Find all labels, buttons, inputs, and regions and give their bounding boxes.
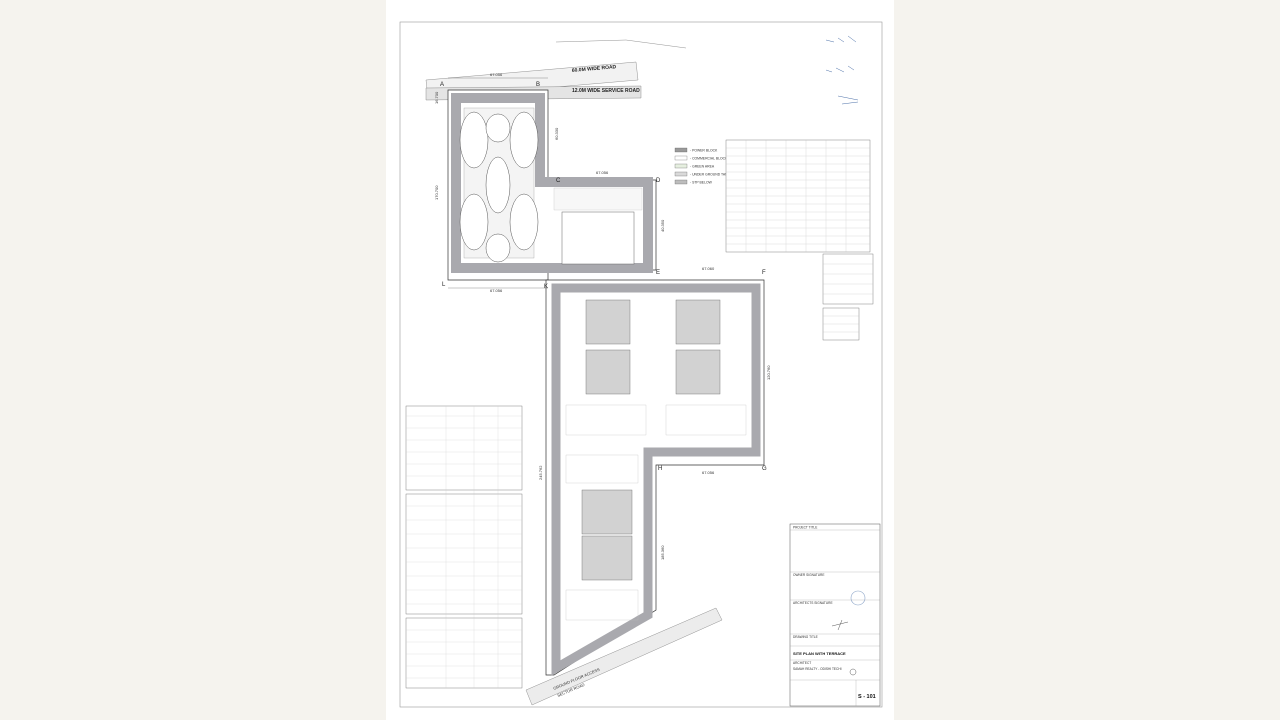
area-statement-table	[725, 139, 871, 253]
drawing-title: SITE PLAN WITH TERRACE	[793, 651, 846, 656]
dim-lower-left: 67.056	[490, 288, 503, 293]
corner-c: C	[556, 178, 561, 184]
corner-g: G	[762, 466, 767, 472]
drawing-sheet: 60.0M WIDE ROAD 12.0M WIDE SERVICE ROAD	[386, 0, 894, 720]
north-arrow-icon	[849, 668, 857, 676]
corner-b: B	[536, 82, 540, 88]
signature-icon	[831, 619, 849, 631]
corner-e: E	[656, 270, 660, 276]
dim-left-vertical: 170.700	[434, 185, 439, 200]
sheet-number: S - 101	[858, 694, 876, 700]
architect-signature-label: ARCHITECTS SIGNATURE	[793, 601, 833, 605]
title-block: PROJECT TITLE OWNER SIGNATURE ARCHITECTS…	[789, 523, 881, 707]
legend-swatch-commercial	[674, 155, 688, 161]
dim-lower-vertical: 185.360	[660, 545, 665, 560]
dimension-labels: 67.056 67.056 67.056 67.060 67.056 170.7…	[434, 72, 771, 560]
corner-d: D	[656, 178, 661, 184]
residential-plot	[545, 279, 765, 676]
dim-mid: 67.056	[596, 170, 609, 175]
legend-label-tank: - UNDER GROUND TANK	[690, 173, 731, 177]
dim-top: 67.056	[490, 72, 503, 77]
architect-heading: ARCHITECT	[793, 661, 811, 665]
dim-hg: 67.056	[702, 470, 715, 475]
architect-name: SAMAH REALTY - ODISHI TECHI	[793, 667, 842, 671]
sheet-border	[399, 21, 883, 708]
service-road-label: 12.0M WIDE SERVICE ROAD	[572, 88, 640, 94]
legend-swatch-tank	[674, 171, 688, 177]
legend-swatch-green	[674, 163, 688, 169]
dim-de: 40.350	[660, 219, 665, 232]
main-road-label: 60.0M WIDE ROAD	[572, 64, 617, 74]
legend-label-power: - POWER BLOCK	[690, 149, 718, 153]
upper-commercial-plot	[447, 89, 657, 281]
dim-ef: 67.060	[702, 266, 715, 271]
left-area-tables	[405, 405, 523, 689]
legend-label-commercial: - COMMERCIAL BLOCK	[690, 157, 728, 161]
corner-k: K	[544, 284, 548, 290]
project-title-label: PROJECT TITLE	[793, 526, 817, 530]
approval-stamps	[825, 35, 859, 105]
legend: - POWER BLOCK - COMMERCIAL BLOCK - GREEN…	[674, 147, 731, 185]
legend-swatch-power	[674, 147, 688, 153]
dim-fg: 120.760	[766, 365, 771, 380]
architect-seal-icon	[850, 590, 866, 606]
legend-label-stp: - STP BELOW	[690, 181, 713, 185]
dim-bc: 60.330	[554, 127, 559, 140]
dim-long-vertical: 245.762	[538, 465, 543, 480]
site-plan-drawing: 60.0M WIDE ROAD 12.0M WIDE SERVICE ROAD	[399, 21, 883, 708]
corner-l: L	[442, 282, 446, 288]
legend-label-green: - GREEN AREA	[690, 165, 715, 169]
legend-swatch-stp	[674, 179, 688, 185]
drawing-title-label: DRAWING TITLE	[793, 635, 818, 639]
corner-a: A	[440, 82, 444, 88]
corner-h: H	[658, 466, 662, 472]
small-tables-right	[822, 253, 874, 341]
dim-left-top: 16.700	[434, 91, 439, 104]
corner-f: F	[762, 270, 766, 276]
owner-signature-label: OWNER SIGNATURE	[793, 573, 824, 577]
corner-markers: A B C D E F G H K L	[440, 82, 767, 472]
